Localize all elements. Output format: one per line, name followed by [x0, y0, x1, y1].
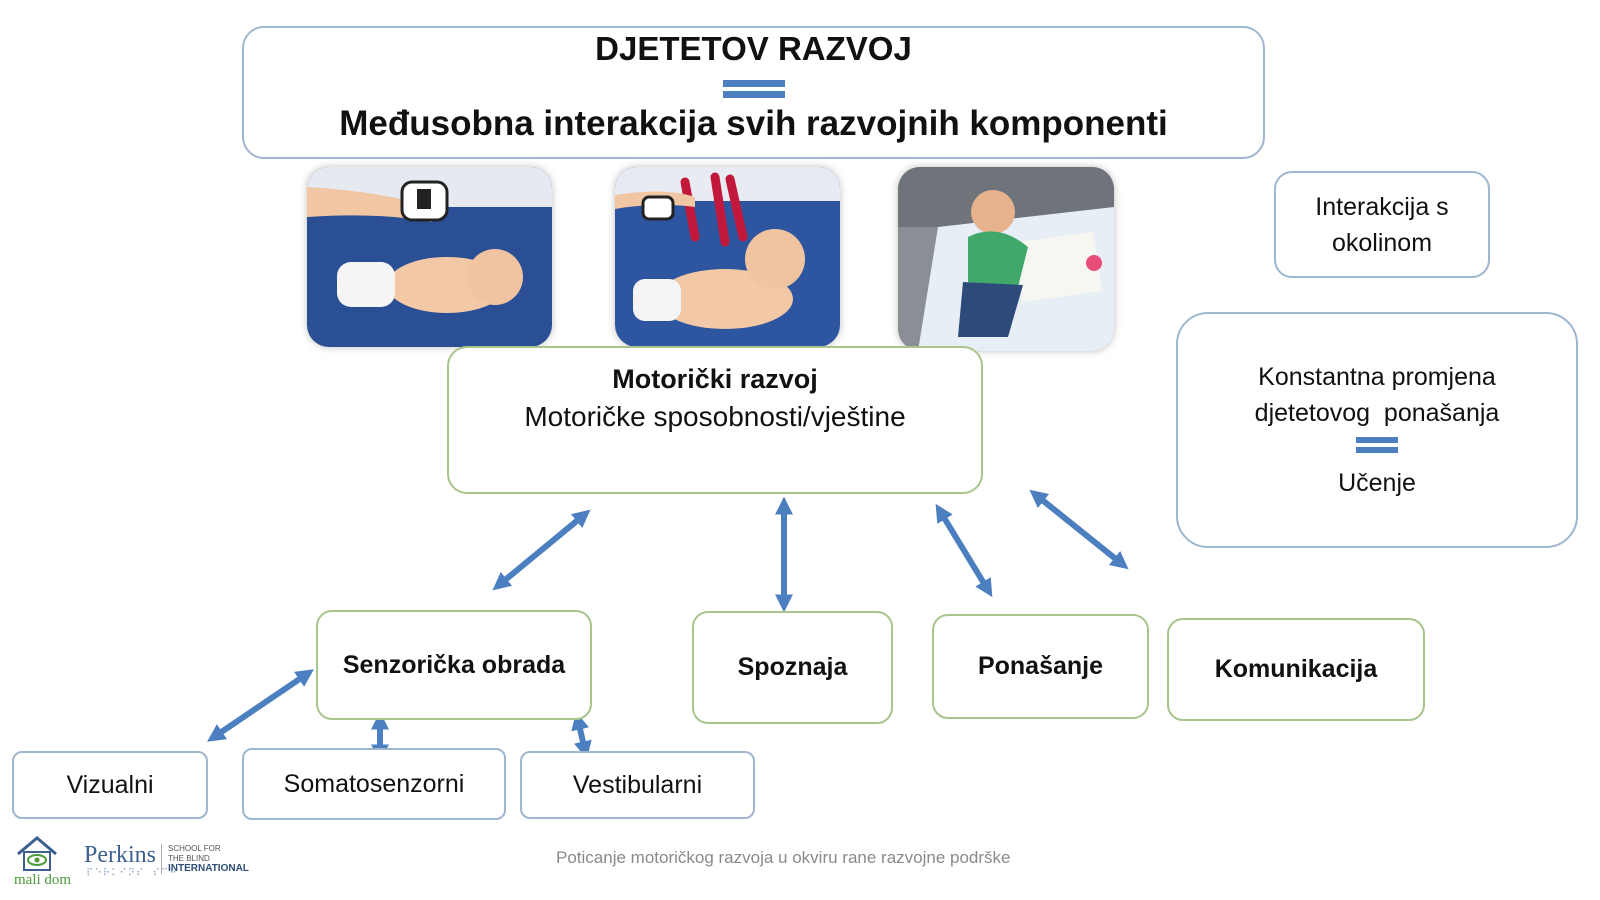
photo-baby-beads — [615, 167, 840, 347]
perkins-subtitle: SCHOOL FOR THE BLIND INTERNATIONAL — [161, 844, 249, 874]
somato-label: Somatosenzorni — [283, 769, 465, 798]
vestibular-box: Vestibularni — [520, 751, 755, 819]
cognition-label: Spoznaja — [737, 653, 848, 681]
sensory-label: Senzorička obrada — [342, 650, 566, 679]
perkins-logo-text: Perkins — [84, 842, 156, 868]
arrow-motor-communication — [1029, 489, 1129, 570]
arrow-motor-sensory — [492, 509, 591, 591]
behaviour-change-box: Konstantna promjena djetetovog ponašanja… — [1176, 312, 1578, 548]
interaction-box: Interakcija s okolinom — [1274, 171, 1490, 278]
title-main: DJETETOV RAZVOJ — [595, 30, 912, 67]
visual-box: Vizualni — [12, 751, 208, 819]
communication-box: Komunikacija — [1167, 618, 1425, 721]
interaction-line1: Interakcija s — [1315, 192, 1449, 221]
house-eye-icon — [17, 836, 57, 871]
cognition-box: Spoznaja — [692, 611, 893, 724]
photo-baby-crawling — [898, 167, 1114, 351]
footer-caption: Poticanje motoričkog razvoja u okviru ra… — [556, 848, 1011, 867]
behaviour-box: Ponašanje — [932, 614, 1149, 719]
title-sub: Međusobna interakcija svih razvojnih kom… — [339, 104, 1168, 143]
photo-baby-toy — [307, 167, 552, 347]
mali-dom-logo: mali dom — [12, 832, 78, 888]
change-line1: Konstantna promjena — [1258, 363, 1496, 391]
title-box: DJETETOV RAZVOJ Međusobna interakcija sv… — [242, 26, 1265, 159]
behaviour-label: Ponašanje — [977, 652, 1104, 680]
arrow-sensory-visual — [207, 669, 314, 742]
equals-icon — [1356, 437, 1398, 453]
equals-icon — [722, 80, 785, 98]
motor-subtitle: Motoričke sposobnosti/vještine — [524, 401, 906, 432]
arrow-motor-behaviour — [935, 503, 993, 598]
communication-label: Komunikacija — [1214, 655, 1378, 683]
arrow-sensory-vestibular — [571, 711, 592, 760]
learning-label: Učenje — [1338, 469, 1416, 497]
interaction-line2: okolinom — [1331, 228, 1433, 257]
sensory-processing-box: Senzorička obrada — [316, 610, 592, 720]
braille-decoration: ⠏⠑⠗⠅⠊⠝⠎⠀⠎⠉⠓ — [86, 868, 178, 879]
somatosensory-box: Somatosenzorni — [242, 748, 506, 820]
change-line2: djetetovog ponašanja — [1254, 399, 1500, 427]
motor-development-box: Motorički razvoj Motoričke sposobnosti/v… — [447, 346, 983, 494]
visual-label: Vizualni — [66, 770, 154, 799]
motor-heading: Motorički razvoj — [612, 364, 818, 394]
vestibular-label: Vestibularni — [572, 770, 703, 799]
mali-dom-text: mali dom — [14, 872, 72, 888]
